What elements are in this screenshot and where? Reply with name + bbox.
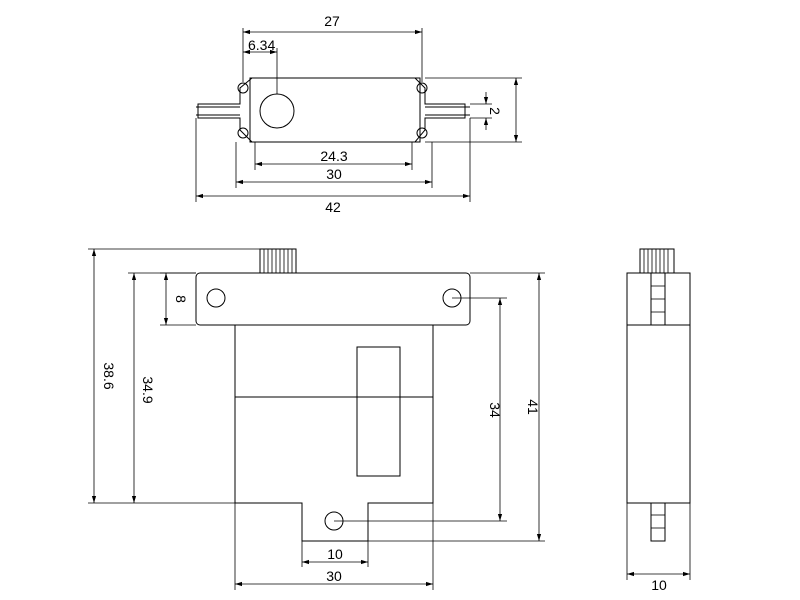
dim-mount-spacing: 34 [487,402,503,418]
mount-hole [237,82,249,94]
dim-body-height: 34.9 [140,376,156,403]
dim-width: 30 [326,568,342,584]
mount-hole [237,127,249,139]
dim-mount-span: 27 [324,13,340,29]
dim-total-height: 38.6 [101,362,117,389]
side-spline-teeth [643,249,669,273]
dim-inner: 24.3 [320,148,347,164]
flange-hole [206,288,226,308]
side-view: 10 [626,248,691,593]
top-view-body [249,77,421,143]
mounting-flange [195,272,471,326]
mount-hole [416,127,428,139]
dim-height: 41 [525,399,541,415]
dim-flange: 8 [173,295,189,303]
dim-tab-width: 10 [327,546,343,562]
label-plate [356,346,401,477]
spline-gear [259,248,297,274]
dim-body: 30 [326,166,342,182]
front-view: 8 38.6 34.9 34 41 10 30 [88,248,545,590]
dim-thickness: 10 [651,577,667,593]
dim-total: 42 [325,199,341,215]
spline-teeth [263,249,293,273]
output-shaft [259,93,295,129]
side-spline [639,248,675,274]
dim-tab: 2 [487,107,503,115]
dim-shaft-offset: 6.34 [248,37,275,53]
mount-hole [416,82,428,94]
top-view: 27 6.34 2 24.3 30 42 [195,13,522,215]
side-bottom-tab [650,502,666,542]
side-body [626,272,691,504]
servo-body [234,325,434,542]
